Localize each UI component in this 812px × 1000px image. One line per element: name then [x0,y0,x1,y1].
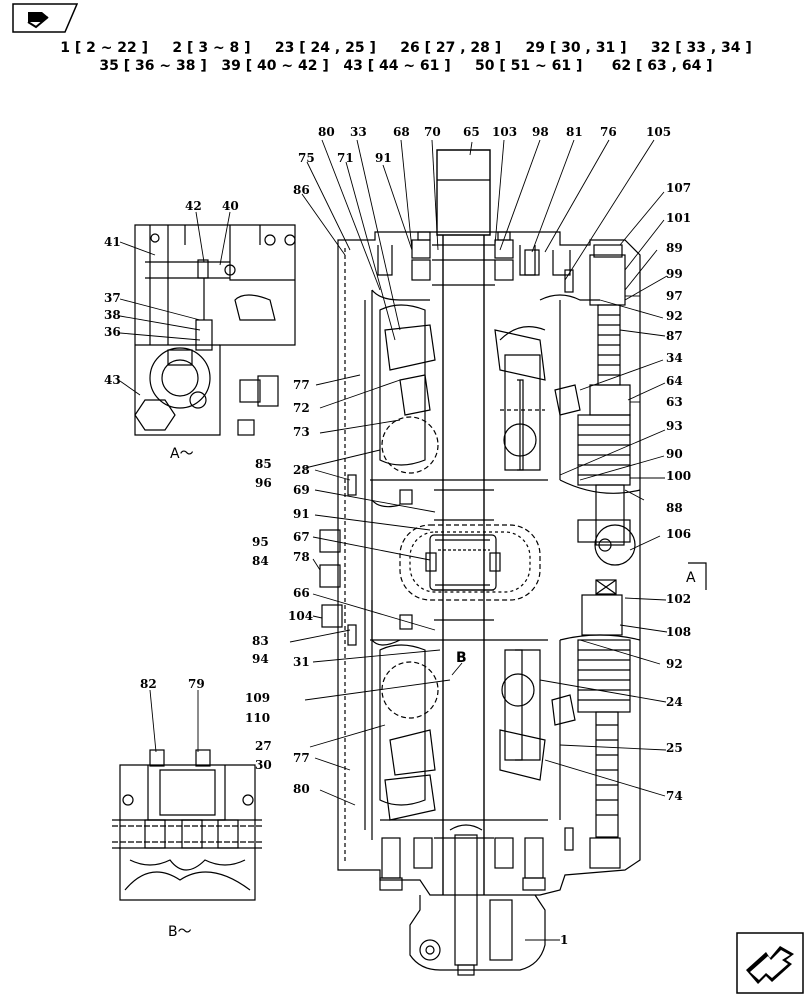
callout-40: 40 [222,199,239,213]
callout-70: 70 [424,125,441,139]
callout-94: 94 [252,652,269,666]
callout-34: 34 [666,351,683,365]
main-shaft [432,149,495,895]
callout-labels: 80 33 68 70 65 103 98 81 76 105 75 71 91… [104,125,691,947]
callout-106: 106 [666,527,691,541]
detail-view-b [112,749,262,901]
callout-96: 96 [255,476,272,490]
callout-65: 65 [463,125,480,139]
callout-38: 38 [104,308,121,322]
callout-85: 85 [255,457,272,471]
callout-27: 27 [255,739,272,753]
callout-108: 108 [666,625,691,639]
callout-109: 109 [245,691,270,705]
view-labels: A～ B～ A B [168,446,696,940]
callout-43: 43 [104,373,121,387]
view-b-label: B～ [168,924,192,940]
section-a-letter: A [686,570,696,586]
callout-103: 103 [492,125,517,139]
center-gear-coupling [399,524,541,601]
callout-102: 102 [666,592,691,606]
callout-41: 41 [104,235,121,249]
callout-1: 1 [560,933,568,947]
callout-83: 83 [252,634,269,648]
callout-105: 105 [646,125,671,139]
parts-index-line-1: 1 [ 2 ~ 22 ] 2 [ 3 ~ 8 ] 23 [ 24 , 25 ] … [60,40,752,56]
upper-swash-plate [379,304,581,474]
bottom-gear-pump [409,824,546,976]
callout-95: 95 [252,535,269,549]
callout-72: 72 [293,401,310,415]
callout-90: 90 [666,447,683,461]
callout-77: 77 [293,378,310,392]
book-tab-icon[interactable] [12,3,78,33]
callout-75: 75 [298,151,315,165]
callout-77b: 77 [293,751,310,765]
section-a-marker [688,562,707,590]
callout-24: 24 [666,695,683,709]
callout-30: 30 [255,758,272,772]
callout-63: 63 [666,395,683,409]
callout-28: 28 [293,463,310,477]
callout-98: 98 [532,125,549,139]
callout-67: 67 [293,530,310,544]
callout-82: 82 [140,677,157,691]
callout-37: 37 [104,291,121,305]
callout-91b: 91 [293,507,310,521]
main-housing [337,231,641,896]
leader-lines [119,139,668,941]
callout-68: 68 [393,125,410,139]
callout-80b: 80 [293,782,310,796]
callout-80: 80 [318,125,335,139]
callout-86: 86 [293,183,310,197]
side-ports [319,269,574,851]
detail-view-a [134,224,296,436]
callout-93: 93 [666,419,683,433]
callout-100: 100 [666,469,691,483]
callout-78: 78 [293,550,310,564]
lower-swash-plate [379,644,576,821]
bottom-bolts [379,837,546,891]
callout-74: 74 [666,789,683,803]
callout-71: 71 [337,151,354,165]
callout-107: 107 [666,181,691,195]
callout-87: 87 [666,329,683,343]
callout-79: 79 [188,677,205,691]
right-gear-shafts [577,244,636,869]
next-page-arrow-icon[interactable] [736,932,804,994]
callout-76: 76 [600,125,617,139]
parts-index-line-2: 35 [ 36 ~ 38 ] 39 [ 40 ~ 42 ] 43 [ 44 ~ … [99,58,713,74]
callout-84: 84 [252,554,269,568]
view-a-label: A～ [170,446,194,462]
callout-97: 97 [666,289,683,303]
callout-36: 36 [104,325,121,339]
callout-89: 89 [666,241,683,255]
callout-91: 91 [375,151,392,165]
callout-81: 81 [566,125,583,139]
callout-88: 88 [666,501,683,515]
callout-31: 31 [293,655,310,669]
callout-104: 104 [288,609,313,623]
callout-99: 99 [666,267,683,281]
callout-64: 64 [666,374,683,388]
callout-25: 25 [666,741,683,755]
callout-73: 73 [293,425,310,439]
callout-92b: 92 [666,657,683,671]
callout-33: 33 [350,125,367,139]
callout-69: 69 [293,483,310,497]
callout-66: 66 [293,586,310,600]
callout-101: 101 [666,211,691,225]
callout-42: 42 [185,199,202,213]
section-b-letter: B [456,650,467,666]
callout-92: 92 [666,309,683,323]
callout-110: 110 [245,711,270,725]
